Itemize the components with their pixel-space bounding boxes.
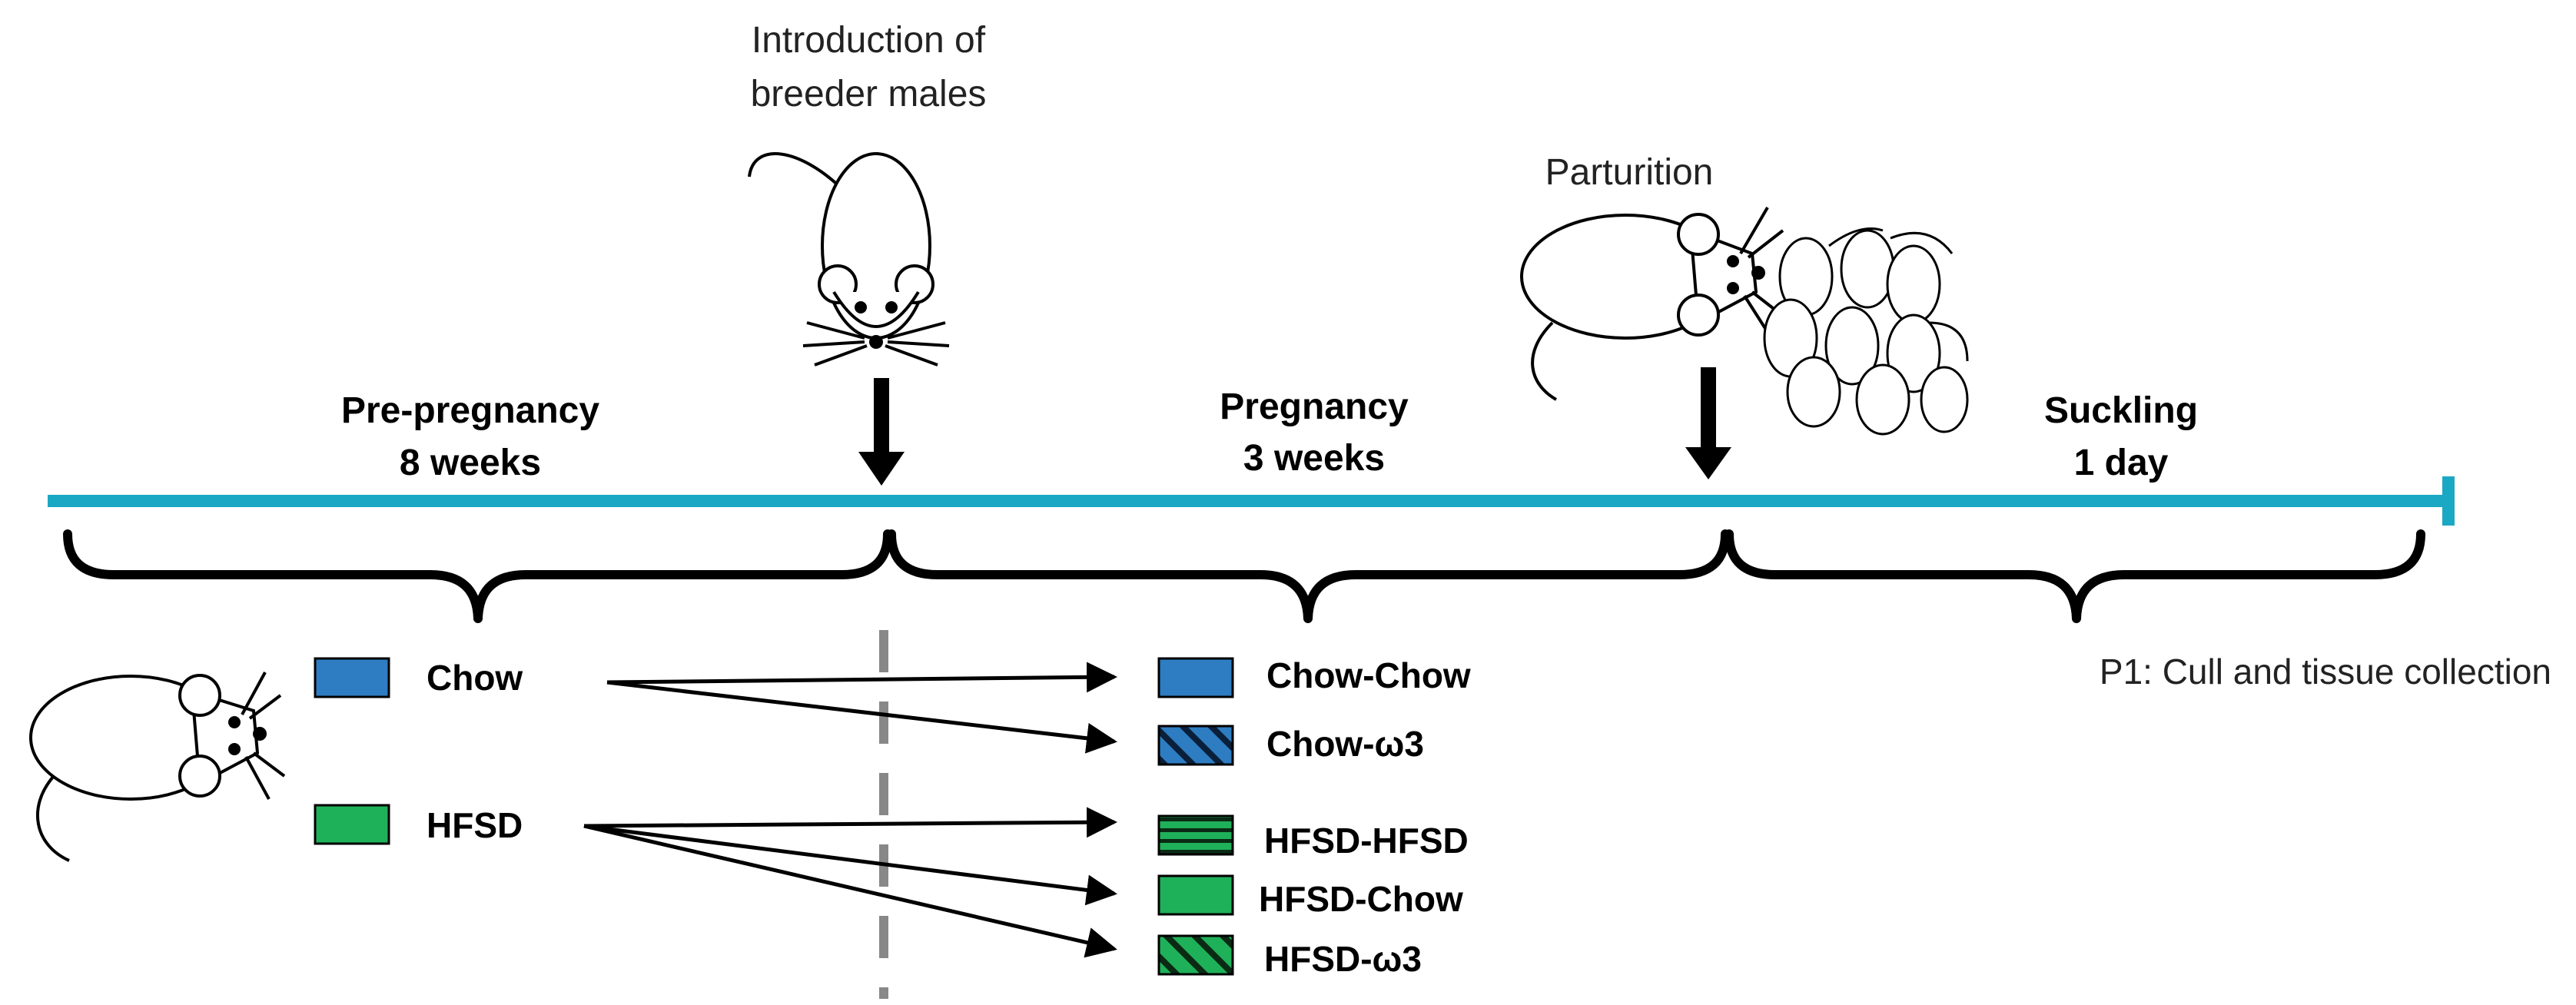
arrow-hfsd-chow — [583, 824, 1117, 906]
group-label-hfsd-w3: HFSD-ω3 — [1264, 939, 1422, 979]
arrow-chow-chow — [606, 662, 1117, 693]
phase-duration-pre-pregnancy: 8 weeks — [400, 443, 541, 483]
dam-mouse-icon — [29, 672, 286, 862]
arrow-hfsd-hfsd — [583, 807, 1117, 838]
brace-suckling — [1725, 529, 2425, 623]
swatch-hfsd — [314, 804, 390, 845]
males-annotation-line2: breeder males — [751, 74, 987, 114]
swatch-hfsd-chow — [1157, 874, 1234, 916]
parturition-arrow — [1685, 367, 1731, 479]
swatch-chow — [314, 657, 390, 698]
brace-pregnancy — [887, 529, 1730, 623]
phase-duration-suckling: 1 day — [2074, 443, 2169, 483]
initial-diet-chow: Chow — [427, 658, 523, 698]
phase-label-suckling: Suckling — [2044, 390, 2198, 431]
arrow-hfsd-w3 — [583, 824, 1117, 958]
group-label-hfsd-chow: HFSD-Chow — [1259, 879, 1463, 919]
phase-label-pregnancy: Pregnancy — [1220, 386, 1409, 427]
initial-diet-hfsd: HFSD — [427, 805, 523, 845]
cull-annotation: P1: Cull and tissue collection — [2100, 652, 2551, 692]
group-label-chow-w3: Chow-ω3 — [1266, 724, 1424, 764]
group-label-hfsd-hfsd: HFSD-HFSD — [1264, 821, 1469, 861]
phase-label-pre-pregnancy: Pre-pregnancy — [341, 390, 599, 431]
males-annotation-line1: Introduction of — [752, 20, 986, 61]
timeline-end-marker — [2442, 476, 2455, 526]
parturition-annotation: Parturition — [1545, 152, 1714, 193]
mother-mouse-icon — [1520, 206, 1788, 401]
brace-pre-pregnancy — [63, 529, 892, 623]
phase-duration-pregnancy: 3 weeks — [1243, 438, 1385, 479]
swatch-chow-w3 — [1157, 725, 1234, 766]
males-arrow — [858, 378, 905, 486]
breeder-male-mouse-icon — [748, 152, 950, 367]
swatch-chow-chow — [1157, 657, 1234, 698]
arrow-chow-w3 — [606, 680, 1117, 754]
swatch-hfsd-hfsd — [1157, 814, 1234, 856]
pups-icon — [1763, 227, 1969, 436]
swatch-hfsd-w3 — [1157, 934, 1234, 976]
group-label-chow-chow: Chow-Chow — [1266, 655, 1471, 695]
